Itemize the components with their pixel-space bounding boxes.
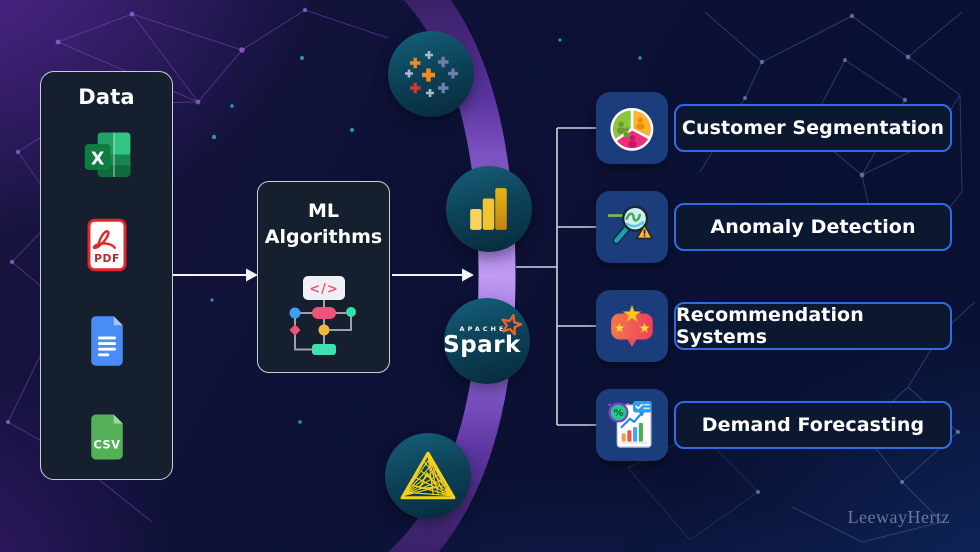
power-bi-bars <box>470 188 507 230</box>
arrow-head-icon <box>246 268 258 282</box>
ml-panel-title: ML Algorithms <box>258 199 389 250</box>
leewayhertz-watermark: LeewayHertz <box>847 507 950 527</box>
pie-chart-people-icon <box>610 107 654 151</box>
excel-file-icon: X <box>84 132 130 177</box>
google-docs-file-icon <box>90 316 123 366</box>
outcome-tile-recommendation-systems <box>596 290 668 362</box>
tableau-marks <box>405 51 458 97</box>
code-chip <box>302 276 345 300</box>
outcome-label-customer-segmentation: Customer Segmentation <box>674 104 952 152</box>
pdf-label: PDF <box>94 252 120 265</box>
power-bi-logo <box>446 166 532 252</box>
node-green <box>345 307 356 317</box>
code-glyph: </> <box>309 282 339 297</box>
spark-star-icon <box>501 314 523 336</box>
data-source-panel: Data X PDF <box>40 71 173 480</box>
outcome-tile-customer-segmentation <box>596 92 668 164</box>
node-green-rect <box>311 344 336 355</box>
forecast-chart-icon: % <box>608 401 652 448</box>
outcome-label-text: Customer Segmentation <box>681 117 945 139</box>
csv-file-icon: CSV <box>90 414 123 460</box>
data-panel-title: Data <box>78 85 135 109</box>
spark-wordmark: Spark <box>443 332 521 358</box>
triangle-spiral-logo <box>385 433 471 519</box>
excel-letter: X <box>90 150 104 170</box>
node-yellow <box>318 324 329 336</box>
tableau-logo <box>388 31 474 117</box>
ml-title-line2: Algorithms <box>264 225 383 248</box>
outcome-label-recommendation-systems: Recommendation Systems <box>674 302 952 350</box>
csv-label: CSV <box>93 438 120 451</box>
magnifier-anomaly-icon: ! <box>607 205 654 245</box>
node-blue <box>289 307 300 319</box>
arrow-head-icon <box>462 268 474 282</box>
pdf-file-icon: PDF <box>87 218 126 272</box>
ml-flowchart-icon: </> <box>289 276 356 355</box>
outcome-branch-lines <box>516 127 596 426</box>
ml-title-line1: ML <box>307 200 339 222</box>
outcome-tile-anomaly-detection: ! <box>596 191 668 263</box>
node-diamond <box>289 324 300 336</box>
ml-algorithms-panel: ML Algorithms </> <box>257 181 390 373</box>
outcome-label-text: Recommendation Systems <box>676 304 864 348</box>
stars-bubble-icon <box>611 305 653 347</box>
triangle-spiral-marks <box>400 451 456 500</box>
alert-glyph: ! <box>642 228 646 239</box>
node-pink-pill <box>311 307 336 319</box>
outcome-label-demand-forecasting: Demand Forecasting <box>674 401 952 449</box>
outcome-label-anomaly-detection: Anomaly Detection <box>674 203 952 251</box>
percent-glyph: % <box>614 408 624 419</box>
outcome-tile-demand-forecasting: % <box>596 389 668 461</box>
outcome-label-text: Anomaly Detection <box>710 216 916 238</box>
outcome-label-text: Demand Forecasting <box>701 414 925 436</box>
flow-arrows <box>173 268 474 282</box>
apache-spark-logo: APACHE Spark <box>443 298 530 384</box>
spark-caption-apache: APACHE <box>459 325 507 333</box>
